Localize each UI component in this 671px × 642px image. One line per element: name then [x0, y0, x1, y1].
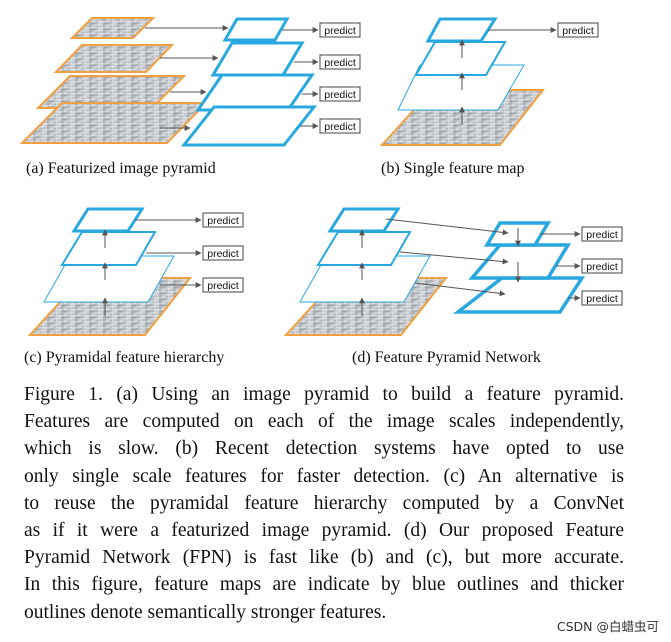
- svg-text:predict: predict: [586, 229, 618, 241]
- image-level-a-2: [53, 44, 175, 73]
- caption-line: Features are computed on each of the ima…: [24, 411, 624, 433]
- watermark: CSDN @白蜡虫可: [556, 619, 659, 634]
- arrow-d-lat-2: [399, 251, 509, 265]
- feature-map-a-2: [210, 41, 305, 77]
- image-level-a-4: [19, 102, 209, 144]
- bottomup-map-d-2: [316, 231, 412, 266]
- svg-text:predict: predict: [562, 25, 594, 37]
- feature-map-c-3: [71, 207, 145, 233]
- figure-caption: Figure 1. (a) Using an image pyramid to …: [24, 381, 624, 626]
- feature-map-a-1: [222, 17, 290, 42]
- predict-box-d-1: predict: [581, 226, 623, 242]
- image-level-a-1: [69, 17, 156, 39]
- panel-c: predict predict predict (c) Pyramidal fe…: [24, 207, 244, 366]
- predict-box-c-2: predict: [202, 245, 244, 261]
- svg-text:predict: predict: [324, 121, 356, 133]
- predict-box-a-2: predict: [319, 54, 361, 70]
- svg-text:predict: predict: [207, 215, 239, 227]
- topdown-map-d-3: [452, 276, 586, 314]
- panel-b-label: (b) Single feature map: [381, 160, 525, 177]
- feature-map-b-3: [425, 17, 498, 43]
- topdown-map-d-2: [468, 243, 572, 280]
- predict-box-b: predict: [557, 22, 599, 38]
- caption-line: to reuse the pyramidal feature hierarchy…: [24, 492, 624, 514]
- panel-d-label: (d) Feature Pyramid Network: [352, 349, 541, 366]
- predict-box-d-2: predict: [581, 258, 623, 274]
- caption-line: as if it were a featurized image pyramid…: [24, 520, 624, 542]
- panel-a-label: (a) Featurized image pyramid: [26, 160, 216, 177]
- caption-line: outlines denote semantically stronger fe…: [24, 601, 387, 623]
- feature-map-c-2: [60, 231, 157, 266]
- arrow-d-lat-3: [414, 282, 506, 297]
- predict-box-c-3: predict: [202, 277, 244, 293]
- svg-text:predict: predict: [586, 261, 618, 273]
- caption-line: Figure 1. (a) Using an image pyramid to …: [24, 384, 624, 405]
- bottomup-map-d-3: [327, 207, 401, 233]
- feature-map-a-3: [195, 73, 315, 112]
- caption-line: only single scale features for faster de…: [24, 465, 624, 487]
- feature-map-a-4: [180, 105, 318, 147]
- arrow-d-lat-1: [385, 218, 509, 236]
- svg-text:predict: predict: [586, 293, 618, 305]
- predict-box-c-1: predict: [202, 212, 244, 228]
- predict-box-a-4: predict: [319, 118, 361, 134]
- svg-text:predict: predict: [324, 57, 356, 69]
- panel-c-label: (c) Pyramidal feature hierarchy: [24, 349, 224, 366]
- predict-box-a-3: predict: [319, 86, 361, 102]
- predict-box-d-3: predict: [581, 290, 623, 306]
- caption-line: Pyramid Network (FPN) is fast like (b) a…: [24, 547, 624, 569]
- svg-text:predict: predict: [324, 25, 356, 37]
- panel-b: predict (b) Single feature map: [379, 17, 599, 177]
- predict-box-a-1: predict: [319, 22, 361, 38]
- caption-line: In this figure, feature maps are indicat…: [24, 574, 624, 596]
- svg-text:predict: predict: [207, 248, 239, 260]
- caption-line: which is slow. (b) Recent detection syst…: [24, 438, 624, 460]
- svg-text:predict: predict: [324, 89, 356, 101]
- panel-d: predict predict predict (d) Feature Pyra…: [283, 207, 623, 366]
- panel-a: predict predict predict predict (a) Feat…: [19, 17, 361, 177]
- svg-text:predict: predict: [207, 280, 239, 292]
